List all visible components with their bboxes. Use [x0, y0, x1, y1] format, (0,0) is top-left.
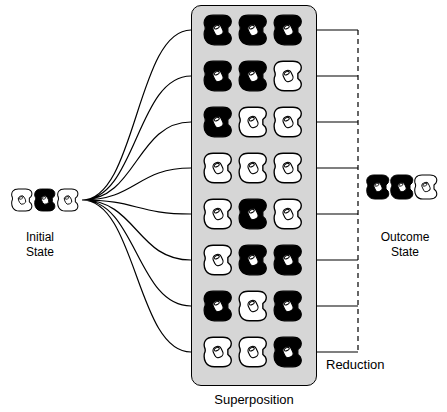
reduction-lines — [317, 30, 358, 352]
black-state-icon — [274, 337, 301, 367]
black-state-icon — [204, 107, 231, 137]
white-state-icon — [239, 337, 266, 367]
initial-state-icons — [12, 189, 78, 211]
box-caption: Superposition — [192, 392, 316, 407]
black-state-icon — [391, 175, 413, 199]
state-group: Initial State — [10, 186, 82, 258]
reduction-line — [317, 351, 358, 352]
outcome-state-icons — [367, 175, 437, 199]
reduction-line — [317, 75, 358, 76]
black-state-icon — [204, 291, 231, 321]
superposition-icons — [204, 15, 301, 367]
state-label: Initial State — [14, 230, 66, 260]
black-state-icon — [204, 15, 231, 45]
reduction-line — [317, 167, 358, 168]
superposition-box: Superposition — [191, 5, 317, 386]
black-state-icon — [367, 175, 389, 199]
white-state-icon — [204, 337, 231, 367]
white-state-icon — [58, 189, 78, 211]
white-state-icon — [239, 291, 266, 321]
white-state-icon — [274, 61, 301, 91]
black-state-icon — [35, 189, 55, 211]
white-state-icon — [204, 245, 231, 275]
white-state-icon — [204, 199, 231, 229]
black-state-icon — [274, 15, 301, 45]
black-state-icon — [239, 15, 266, 45]
white-state-icon — [274, 153, 301, 183]
reduction-line — [317, 213, 358, 214]
white-state-icon — [239, 107, 266, 137]
white-state-icon — [204, 153, 231, 183]
reduction-line — [317, 305, 358, 306]
reduction-line — [317, 121, 358, 122]
process-label: Reduction — [326, 357, 385, 372]
reduction-line — [317, 29, 358, 30]
black-state-icon — [239, 199, 266, 229]
black-state-icon — [239, 61, 266, 91]
state-label: Outcome State — [377, 230, 433, 260]
white-state-icon — [415, 175, 437, 199]
fan-connector — [82, 30, 191, 352]
white-state-icon — [12, 189, 32, 211]
black-state-icon — [274, 245, 301, 275]
black-state-icon — [204, 61, 231, 91]
state-group: Outcome State — [362, 172, 442, 257]
reduction-dashed-line — [357, 30, 358, 352]
white-state-icon — [274, 107, 301, 137]
black-state-icon — [274, 291, 301, 321]
white-state-icon — [239, 153, 266, 183]
black-state-icon — [239, 245, 266, 275]
reduction-line — [317, 259, 358, 260]
white-state-icon — [274, 199, 301, 229]
